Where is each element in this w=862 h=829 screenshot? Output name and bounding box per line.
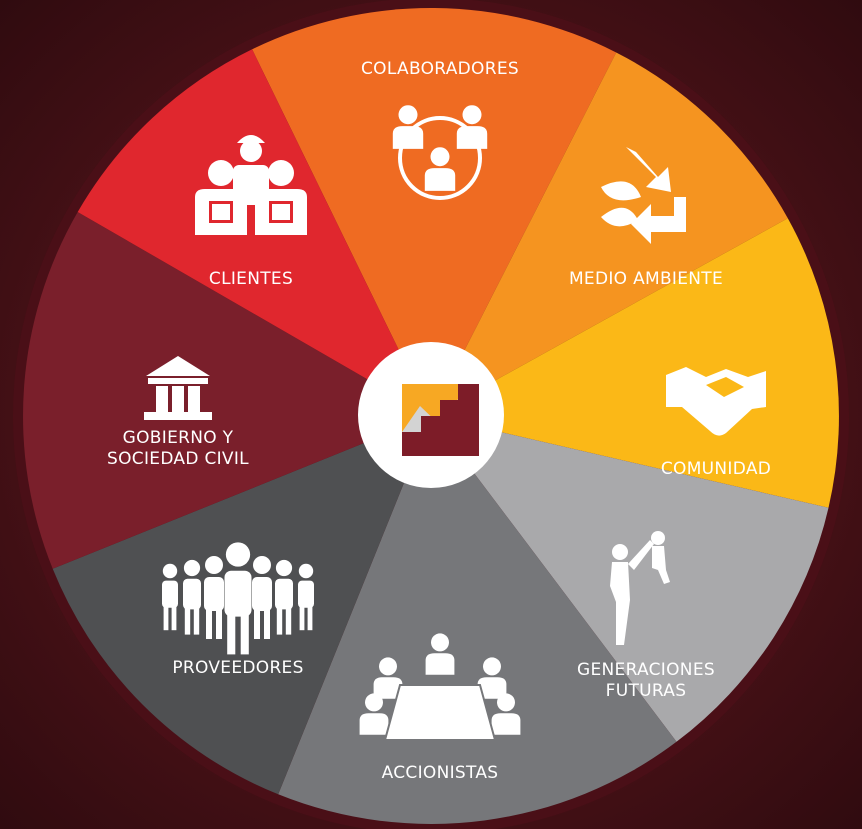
label-proveedores: PROVEEDORES <box>172 658 303 678</box>
label-line: PROVEEDORES <box>172 658 303 678</box>
label-line: GOBIERNO Y <box>123 428 234 448</box>
label-line: MEDIO AMBIENTE <box>569 269 723 289</box>
label-line: SOCIEDAD CIVIL <box>107 449 249 469</box>
label-clientes: CLIENTES <box>209 269 293 289</box>
segment-colaboradores <box>252 8 617 417</box>
team-circle-icon <box>392 105 488 200</box>
label-line: GENERACIONES <box>577 660 715 680</box>
stairs-logo-icon <box>402 384 479 456</box>
segment-gobierno <box>23 212 432 569</box>
government-building-icon <box>144 356 212 420</box>
meeting-table-icon <box>359 633 521 741</box>
label-accionistas: ACCIONISTAS <box>382 763 499 783</box>
segment-medio-ambiente <box>431 52 788 416</box>
parent-child-icon <box>610 531 670 645</box>
recycle-leaf-icon <box>601 147 686 244</box>
segment-labels: COLABORADORES MEDIO AMBIENTE COMUNIDAD GENE… <box>107 59 771 783</box>
handshake-icon <box>666 367 766 436</box>
center-hub <box>358 342 504 488</box>
label-line: FUTURAS <box>606 681 687 701</box>
label-medio-ambiente: MEDIO AMBIENTE <box>569 269 723 289</box>
label-line: ACCIONISTAS <box>382 763 499 783</box>
segment-generaciones-futuras <box>431 416 829 742</box>
label-line: COLABORADORES <box>361 59 519 79</box>
label-line: CLIENTES <box>209 269 293 289</box>
segment-icons <box>144 105 766 741</box>
workers-group-icon <box>195 135 307 235</box>
label-comunidad: COMUNIDAD <box>661 459 771 479</box>
label-line: COMUNIDAD <box>661 459 771 479</box>
segment-clientes <box>77 49 431 417</box>
label-colaboradores: COLABORADORES <box>361 59 519 79</box>
crowd-icon <box>162 542 314 655</box>
segment-comunidad <box>431 218 839 508</box>
